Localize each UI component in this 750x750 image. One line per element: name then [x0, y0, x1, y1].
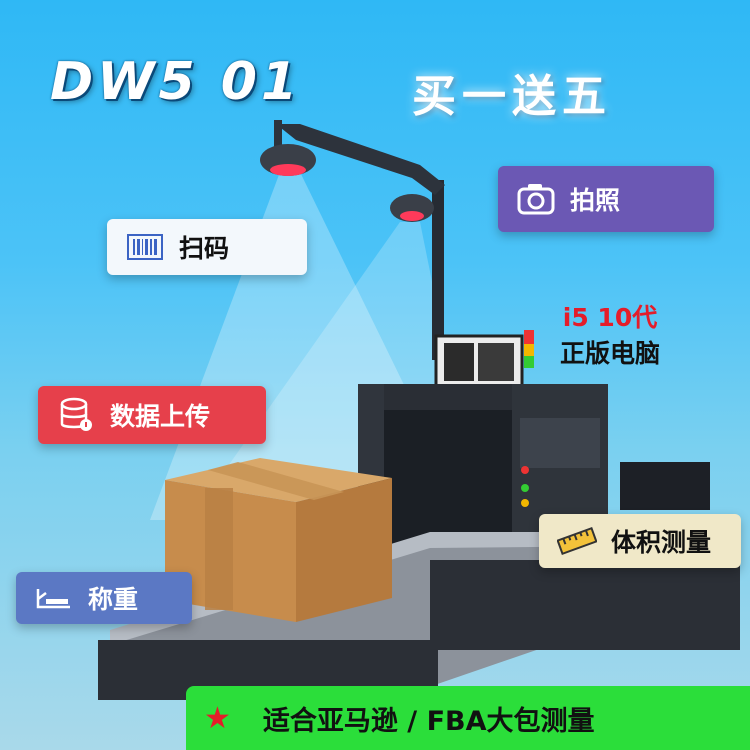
printer [620, 462, 710, 510]
overhead-arm [276, 124, 445, 195]
photo-label: 拍照 [570, 186, 621, 215]
bottom-banner: ★ 适合亚马逊 / FBA大包测量 [186, 686, 750, 750]
scan-label: 扫码 [179, 234, 230, 263]
product-title: DW5 01 [50, 52, 302, 112]
ruler-icon [557, 521, 597, 561]
weigh-label: 称重 [88, 585, 139, 614]
barcode-icon [125, 227, 165, 267]
pc-spec: i5 10代 正版电脑 [560, 300, 660, 372]
cpu-text: i5 10代 [562, 303, 658, 332]
star-icon: ★ [204, 700, 231, 736]
signal-light [524, 330, 534, 344]
photo-badge: 拍照 [498, 166, 714, 232]
promo-text: 买一送五 [412, 71, 612, 122]
scan-badge: 扫码 [107, 219, 307, 275]
volume-label: 体积测量 [611, 528, 712, 557]
cardboard-box-side [296, 478, 392, 622]
database-icon [56, 395, 96, 435]
upload-label: 数据上传 [110, 402, 211, 431]
upload-badge: 数据上传 [38, 386, 266, 444]
camera-icon [516, 179, 556, 219]
weigh-badge: 称重 [16, 572, 192, 624]
banner-text: 适合亚马逊 / FBA大包测量 [262, 705, 595, 737]
mast-pole [432, 180, 444, 360]
volume-badge: 体积测量 [539, 514, 741, 568]
software-text: 正版电脑 [560, 339, 661, 368]
scale-icon [34, 578, 74, 618]
